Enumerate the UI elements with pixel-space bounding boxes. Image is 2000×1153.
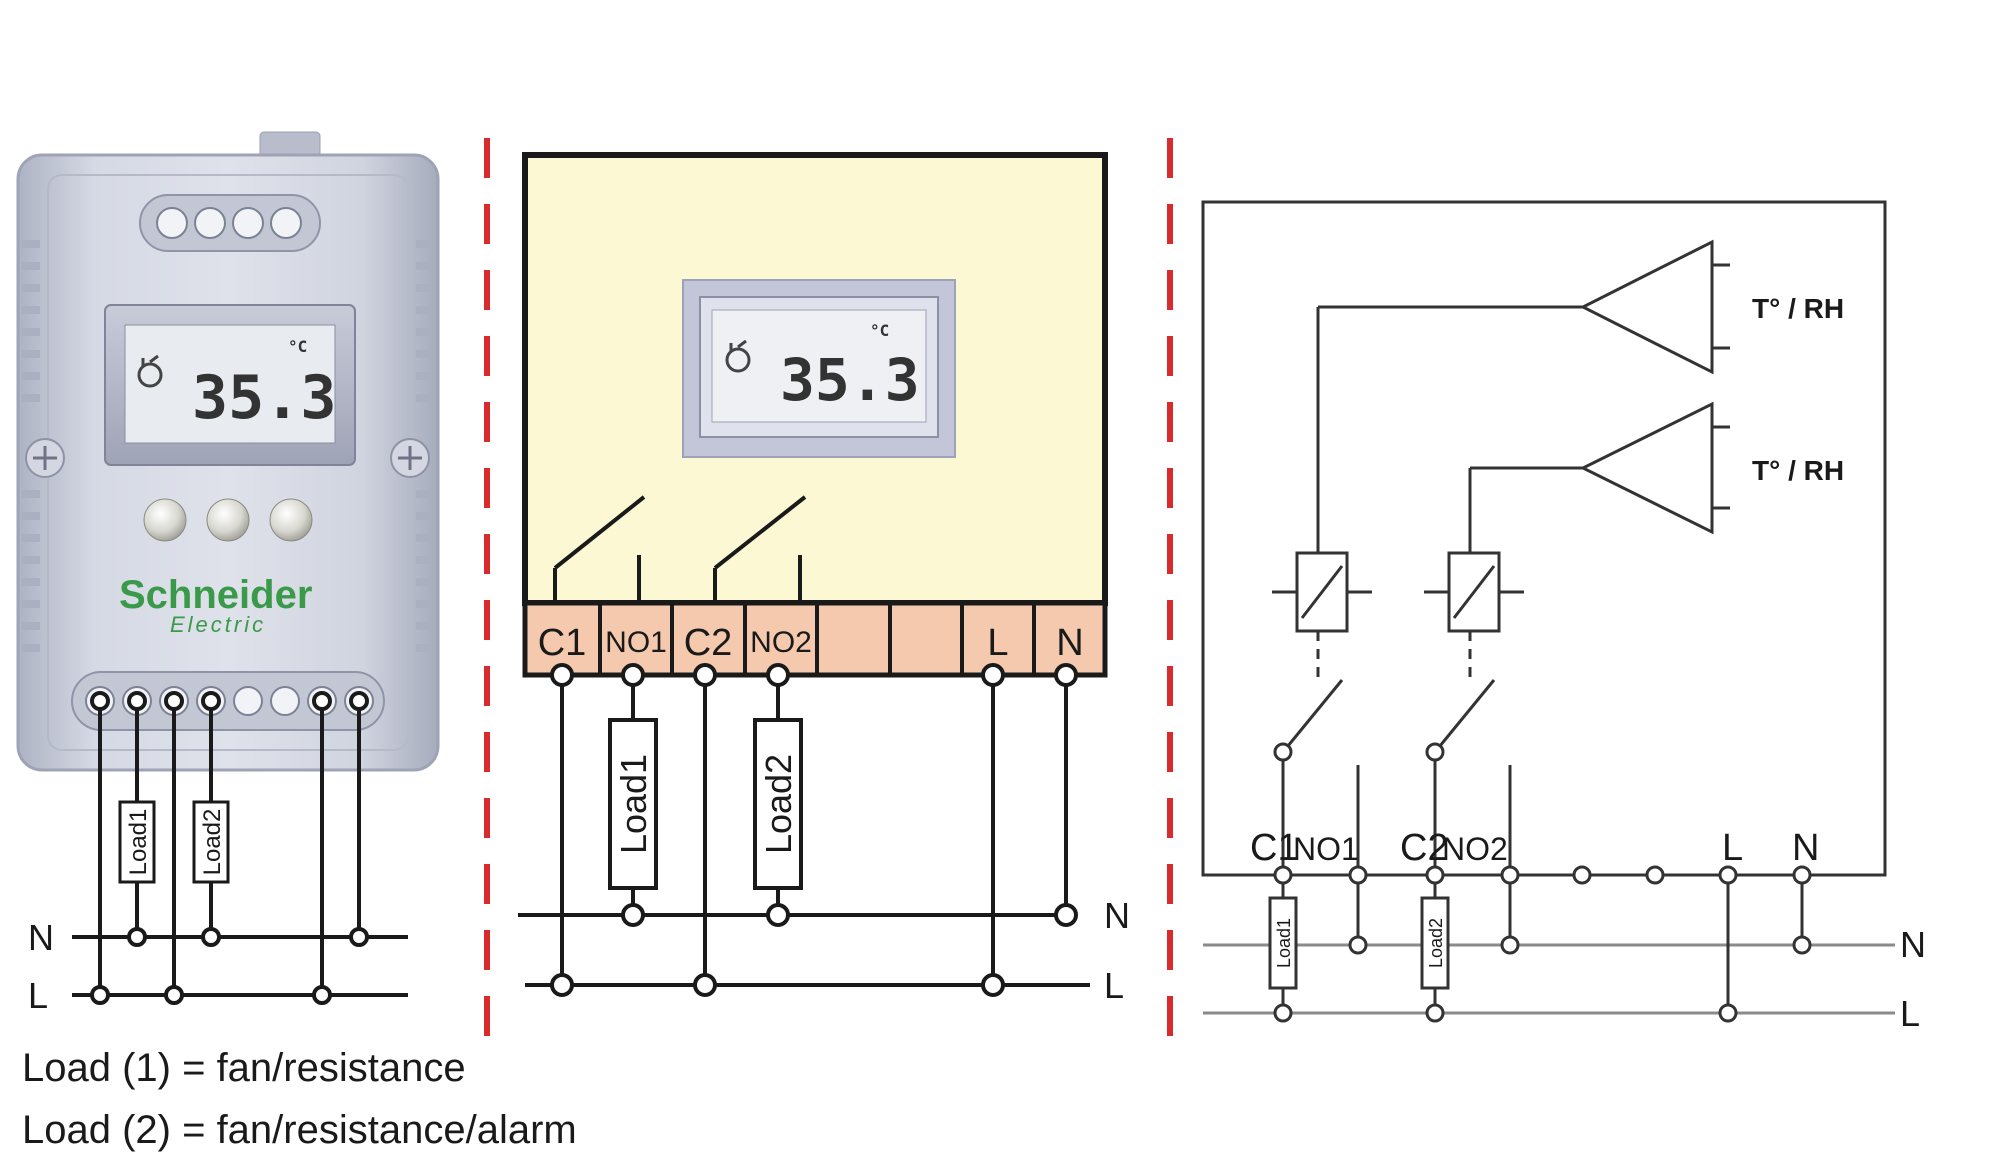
panel2-rail-l-label: L [1104, 965, 1124, 1006]
relay-coil-1-icon [1272, 551, 1372, 680]
circuit-terminal-no2: NO2 [1442, 831, 1508, 867]
panel2-wires [518, 675, 1090, 987]
legend-load2: Load (2) = fan/resistance/alarm [22, 1108, 577, 1152]
panel1-rail-n-label: N [28, 917, 54, 958]
sensor-1-label: T° / RH [1752, 293, 1844, 324]
panel1-wires [72, 701, 408, 997]
panel-circuit: T° / RH T° / RH [1201, 200, 1926, 1034]
circuit-terminal-c2: C2 [1400, 827, 1449, 869]
panel2-load1-label: Load1 [613, 754, 654, 854]
terminal-no1: NO1 [605, 626, 667, 659]
circuit-box [1201, 200, 1887, 877]
panel1-load1: Load1 [118, 800, 156, 884]
panel1-rail-l-label: L [28, 975, 48, 1016]
brand-logo: Schneider [119, 573, 312, 617]
device-button-2[interactable] [206, 498, 250, 542]
panel2-load1: Load1 [608, 718, 658, 890]
sensor-1-icon [1316, 239, 1730, 553]
circuit-rails [1203, 943, 1895, 1015]
relay-switches [1281, 679, 1512, 875]
panel1-nodes [90, 691, 369, 1005]
terminal-c2: C2 [684, 622, 733, 664]
circuit-load1: Load1 [1268, 896, 1298, 990]
sensor-2-label: T° / RH [1752, 455, 1844, 486]
top-terminal-strip [139, 194, 321, 252]
panel1-load2-label: Load2 [199, 809, 226, 876]
terminal-c1: C1 [538, 622, 587, 664]
device-display-unit: °C [288, 337, 307, 356]
terminal-no2: NO2 [750, 626, 812, 659]
terminal-l: L [987, 622, 1008, 664]
circuit-load2: Load2 [1420, 896, 1450, 990]
sensor-2-icon [1468, 401, 1730, 553]
device-lcd [124, 324, 336, 444]
circuit-nodes [1273, 865, 1812, 1023]
left-vents [22, 240, 40, 652]
device-button-1[interactable] [143, 498, 187, 542]
panel1-load2: Load2 [192, 800, 230, 884]
bottom-terminal-strip [71, 671, 385, 731]
legend-load1: Load (1) = fan/resistance [22, 1046, 466, 1090]
circuit-terminal-n: N [1792, 827, 1819, 869]
terminal-n: N [1056, 622, 1083, 664]
circuit-terminal-no1: NO1 [1293, 831, 1359, 867]
device-button-3[interactable] [269, 498, 313, 542]
schematic-relay-contacts [553, 495, 807, 603]
circuit-rail-l-label: L [1900, 993, 1920, 1034]
relay-coil-2-icon [1424, 551, 1524, 680]
panel2-rail-n-label: N [1104, 895, 1130, 936]
panel-device: 35.3 °C Schneider Electric [16, 131, 440, 1016]
panel2-load2-label: Load2 [758, 754, 799, 854]
brand-sub-logo: Electric [170, 612, 266, 637]
panel2-load2: Load2 [753, 718, 803, 890]
panel2-nodes [550, 663, 1078, 997]
screw-left-icon [25, 438, 65, 478]
panel1-load1-label: Load1 [125, 809, 152, 876]
circuit-terminal-c1: C1 [1250, 827, 1299, 869]
panel-schematic: 35.3 °C C1 NO1 C2 NO2 L N [518, 152, 1130, 1006]
schematic-display-value: 35.3 [780, 346, 920, 414]
circuit-rail-n-label: N [1900, 924, 1926, 965]
circuit-load1-label: Load1 [1274, 918, 1294, 968]
screw-right-icon [390, 438, 430, 478]
fan-icon [137, 354, 163, 388]
right-vents [416, 240, 434, 652]
terminal-dividers [598, 603, 1036, 675]
device-display-value: 35.3 [192, 363, 337, 433]
circuit-terminal-l: L [1722, 827, 1743, 869]
schematic-display-unit: °C [870, 321, 889, 340]
circuit-load2-label: Load2 [1426, 918, 1446, 968]
schematic-fan-icon [725, 339, 751, 373]
